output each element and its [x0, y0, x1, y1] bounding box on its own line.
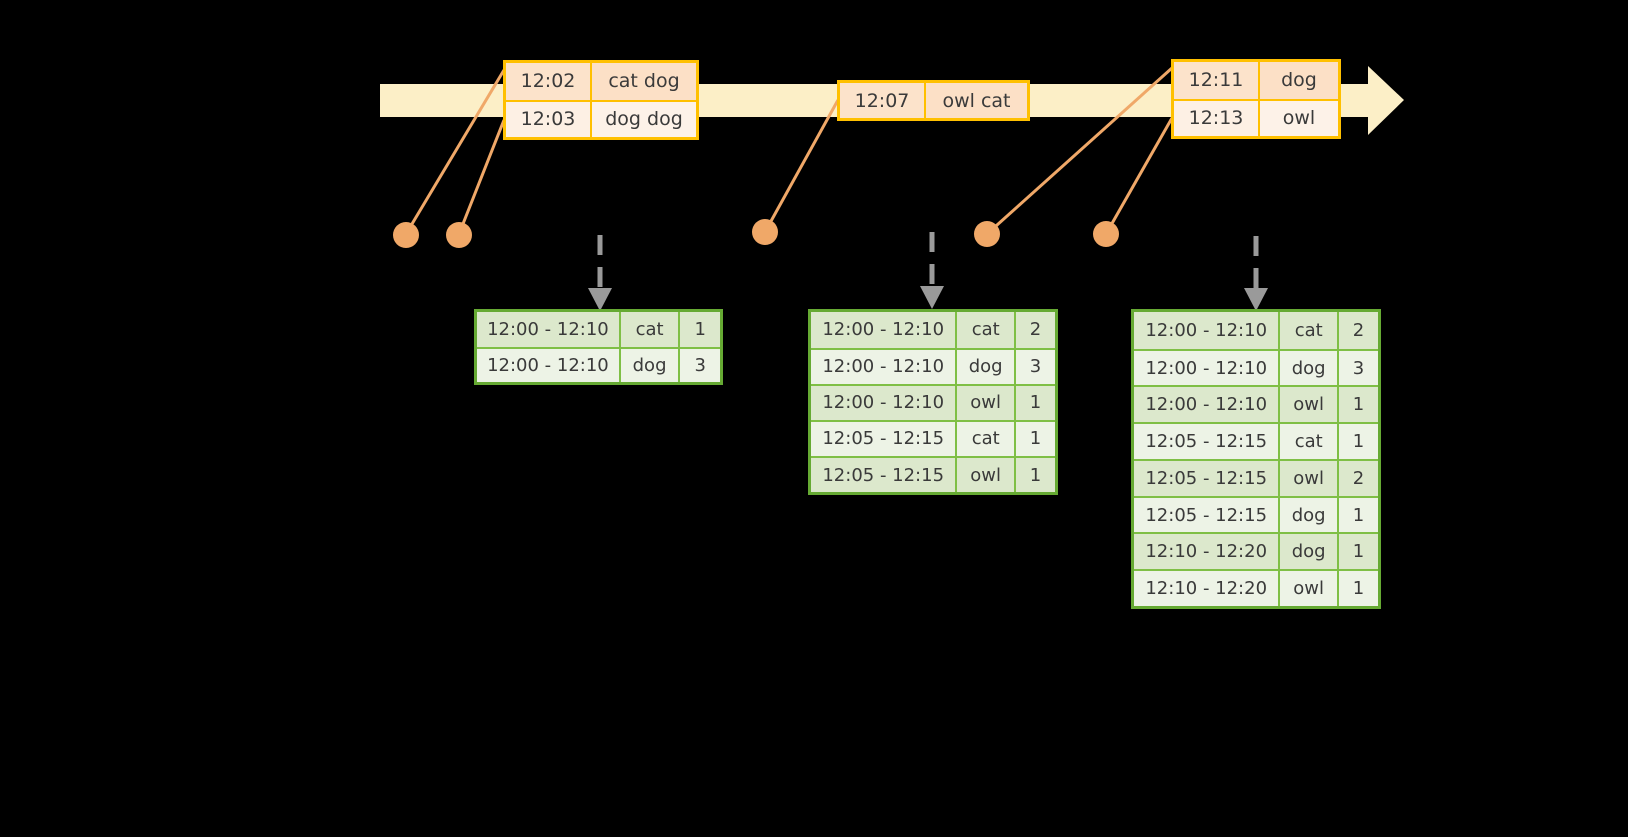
key-cell: dog [957, 349, 1016, 384]
count-cell: 1 [1015, 458, 1055, 493]
event-row: 12:02 cat dog [506, 63, 696, 100]
key-cell: dog [1280, 350, 1339, 386]
key-cell: owl [957, 385, 1016, 420]
key-cell: owl [1280, 571, 1339, 606]
key-cell: dog [1280, 534, 1339, 570]
event-text: owl [1260, 100, 1338, 136]
window-cell: 12:05 - 12:15 [1134, 497, 1281, 533]
table-row: 12:05 - 12:15 owl 2 [1134, 458, 1378, 496]
event-time: 12:02 [506, 63, 592, 100]
count-cell: 2 [1015, 312, 1055, 348]
count-cell: 1 [1338, 534, 1378, 570]
key-cell: owl [957, 458, 1016, 493]
dashed-arrow-3 [1244, 236, 1268, 311]
stream-dot-4 [974, 221, 1000, 247]
stream-dot-3 [752, 219, 778, 245]
table-row: 12:10 - 12:20 owl 1 [1134, 569, 1378, 606]
table-row: 12:00 - 12:10 cat 1 [477, 312, 720, 347]
count-cell: 1 [1015, 421, 1055, 456]
count-cell: 1 [1338, 497, 1378, 533]
window-cell: 12:05 - 12:15 [811, 458, 958, 493]
window-cell: 12:00 - 12:10 [1134, 312, 1281, 349]
table-row: 12:00 - 12:10 dog 3 [811, 347, 1055, 384]
count-cell: 2 [1338, 460, 1378, 496]
event-time: 12:07 [840, 83, 926, 118]
event-time: 12:11 [1174, 62, 1260, 99]
table-row: 12:00 - 12:10 cat 2 [1134, 312, 1378, 349]
event-time: 12:03 [506, 101, 592, 137]
key-cell: cat [957, 421, 1016, 456]
count-cell: 1 [1338, 387, 1378, 423]
key-cell: cat [1280, 424, 1339, 459]
table-row: 12:00 - 12:10 owl 1 [1134, 385, 1378, 423]
event-row: 12:11 dog [1174, 62, 1338, 99]
window-cell: 12:10 - 12:20 [1134, 534, 1281, 570]
event-row: 12:07 owl cat [840, 83, 1027, 118]
key-cell: cat [620, 312, 681, 347]
count-cell: 3 [1338, 350, 1378, 386]
count-cell: 1 [1338, 424, 1378, 459]
stream-dots [393, 219, 1119, 248]
event-box-2: 12:07 owl cat [837, 80, 1030, 121]
dashed-arrows [588, 232, 1268, 311]
count-cell: 1 [1015, 385, 1055, 420]
table-row: 12:05 - 12:15 owl 1 [811, 456, 1055, 493]
event-time: 12:13 [1174, 100, 1260, 136]
event-box-1: 12:02 cat dog 12:03 dog dog [503, 60, 699, 140]
key-cell: cat [957, 312, 1016, 348]
stream-dot-5 [1093, 221, 1119, 247]
event-box-3: 12:11 dog 12:13 owl [1171, 59, 1341, 139]
key-cell: cat [1280, 312, 1339, 349]
event-text: cat dog [592, 63, 696, 100]
key-cell: owl [1280, 387, 1339, 423]
window-cell: 12:10 - 12:20 [1134, 571, 1281, 606]
key-cell: owl [1280, 460, 1339, 496]
count-cell: 1 [1338, 571, 1378, 606]
window-cell: 12:00 - 12:10 [1134, 350, 1281, 386]
dashed-arrow-2 [920, 232, 944, 309]
window-cell: 12:00 - 12:10 [477, 348, 621, 382]
count-cell: 2 [1338, 312, 1378, 349]
table-row: 12:00 - 12:10 dog 3 [1134, 348, 1378, 386]
result-table-2: 12:00 - 12:10 cat 2 12:00 - 12:10 dog 3 … [808, 309, 1058, 495]
count-cell: 1 [680, 312, 720, 347]
table-row: 12:05 - 12:15 cat 1 [811, 419, 1055, 456]
key-cell: dog [620, 348, 681, 382]
count-cell: 3 [1015, 349, 1055, 384]
event-text: dog [1260, 62, 1338, 99]
table-row: 12:05 - 12:15 cat 1 [1134, 422, 1378, 459]
window-cell: 12:05 - 12:15 [1134, 460, 1281, 496]
table-row: 12:10 - 12:20 dog 1 [1134, 532, 1378, 570]
window-cell: 12:00 - 12:10 [811, 385, 958, 420]
dashed-arrow-1 [588, 235, 612, 311]
table-row: 12:00 - 12:10 cat 2 [811, 312, 1055, 348]
result-table-3: 12:00 - 12:10 cat 2 12:00 - 12:10 dog 3 … [1131, 309, 1381, 609]
event-text: dog dog [592, 101, 696, 137]
window-cell: 12:05 - 12:15 [1134, 424, 1281, 459]
table-row: 12:00 - 12:10 dog 3 [477, 346, 720, 382]
window-cell: 12:00 - 12:10 [477, 312, 621, 347]
event-row: 12:03 dog dog [506, 99, 696, 137]
count-cell: 3 [680, 348, 720, 382]
stream-dot-2 [446, 222, 472, 248]
table-row: 12:05 - 12:15 dog 1 [1134, 495, 1378, 533]
window-cell: 12:00 - 12:10 [1134, 387, 1281, 423]
window-cell: 12:00 - 12:10 [811, 349, 958, 384]
window-cell: 12:05 - 12:15 [811, 421, 958, 456]
result-table-1: 12:00 - 12:10 cat 1 12:00 - 12:10 dog 3 [474, 309, 723, 385]
stream-dot-1 [393, 222, 419, 248]
key-cell: dog [1280, 497, 1339, 533]
event-row: 12:13 owl [1174, 98, 1338, 136]
event-text: owl cat [926, 83, 1027, 118]
window-cell: 12:00 - 12:10 [811, 312, 958, 348]
table-row: 12:00 - 12:10 owl 1 [811, 383, 1055, 420]
